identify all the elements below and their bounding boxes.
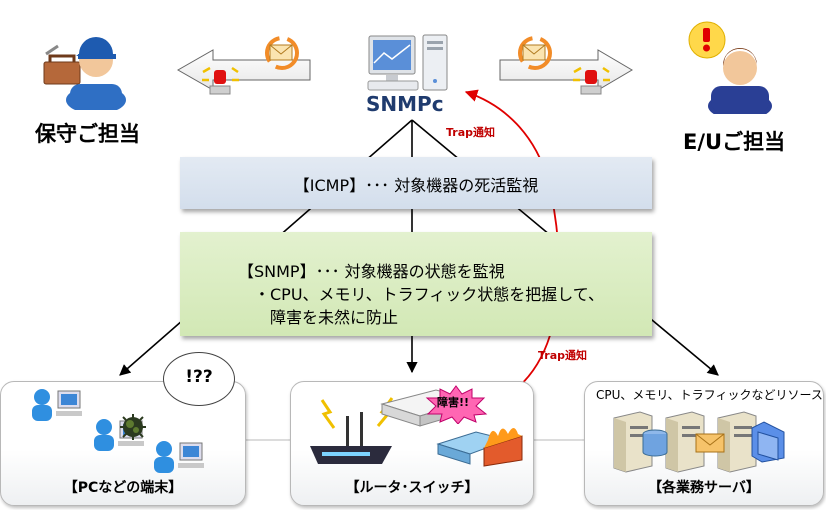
alert-lamp-icon	[573, 66, 610, 95]
trap-label-lower: Trap通知	[538, 349, 588, 362]
alert-burst-icon	[425, 385, 488, 424]
question-bubble: !??	[163, 352, 235, 406]
icmp-band: 【ICMP】･･･ 対象機器の死活監視	[180, 157, 652, 209]
firewall-icon	[436, 428, 523, 467]
snmp-band: 【SNMP】･･･ 対象機器の状態を監視 ・CPU、メモリ、トラフィック状態を把…	[180, 232, 652, 336]
database-icon	[642, 429, 668, 457]
alert-text: 障害!!	[437, 396, 470, 409]
mail-transfer-icon	[265, 36, 299, 70]
snmpc-label: SNMPc	[366, 92, 444, 116]
alert-lamp-icon	[202, 66, 239, 95]
router-panel-caption: 【ルータ･スイッチ】	[345, 480, 479, 496]
virus-icon	[120, 414, 146, 440]
icmp-text: 【ICMP】･･･ 対象機器の死活監視	[293, 176, 539, 195]
resource-label: CPU、メモリ、トラフィックなどリソース	[596, 388, 823, 402]
server-panel-caption: 【各業務サーバ】	[648, 480, 760, 496]
end-user-icon	[688, 21, 772, 114]
wifi-router-icon	[310, 397, 394, 464]
snmp-line-2: ・CPU、メモリ、トラフィック状態を把握して、	[254, 285, 604, 304]
envelope-icon	[695, 433, 725, 453]
trap-label-upper: Trap通知	[446, 126, 496, 139]
snmp-line-1: 【SNMP】･･･ 対象機器の状態を監視	[238, 262, 505, 281]
mail-transfer-icon	[518, 36, 552, 70]
role-end-user: E/Uご担当	[683, 130, 786, 154]
server-icon	[613, 411, 757, 473]
folder-icon	[751, 421, 785, 463]
role-maintenance: 保守ご担当	[35, 122, 140, 146]
pc-panel-caption: 【PCなどの端末】	[63, 480, 183, 496]
maintenance-person-icon	[43, 37, 126, 110]
snmp-line-3: 障害を未然に防止	[270, 308, 399, 327]
pc-monitor-icon	[367, 34, 448, 91]
question-bubble-text: !??	[185, 367, 213, 387]
